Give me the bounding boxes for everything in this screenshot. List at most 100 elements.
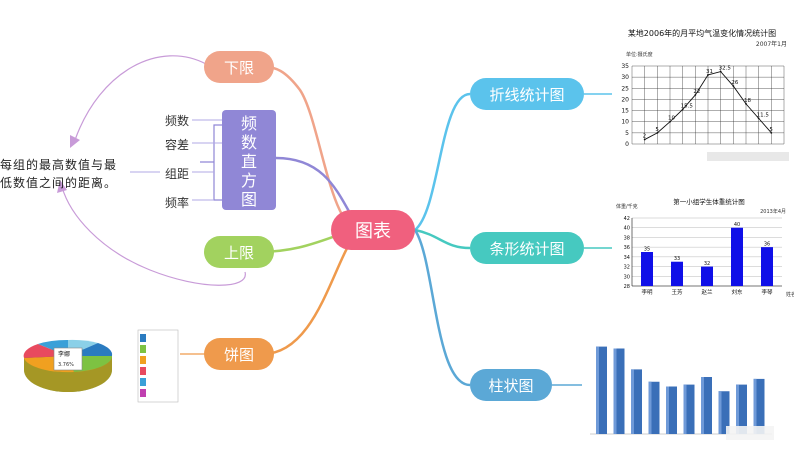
line-point [656,131,659,134]
line-data-label: 2 [643,134,647,140]
node-histogram[interactable]: 频数直方图 [222,110,276,210]
line-point [707,74,709,76]
pie-callout [53,347,83,371]
line-data-label: 10 [668,116,675,122]
line-point [757,117,760,120]
column-bar-highlight [666,386,669,434]
histogram-label-char: 直 [240,151,257,171]
node-bar-stat[interactable]: 条形统计图 [470,232,584,264]
column-bar [701,377,712,434]
line-ytick: 20 [621,96,629,103]
line-data-label: 15.5 [681,103,694,109]
bar-ytick: 32 [624,265,630,271]
line-data-label: 31 [706,69,713,75]
column-bar-highlight [718,391,722,434]
bar-mark [731,227,743,286]
node-column[interactable]: 柱状图 [470,369,552,401]
histogram-label-char: 图 [240,189,257,209]
bar-stat-label: 条形统计图 [489,239,565,258]
line-ytick: 30 [621,74,629,81]
column-bar-highlight [683,384,687,434]
term-frequency-count: 频数 [165,114,190,128]
bar-chart-thumbnail: 第一小组学生体重统计图 2013年4月 体重/千克 姓名 42403836343… [616,197,794,298]
line-data-label: 5 [769,127,773,133]
column-bar-highlight [736,384,739,434]
column-bar-highlight [596,346,599,434]
bar-ytick: 42 [624,216,630,222]
bar-ytick: 30 [624,274,630,280]
bar-ytick: 28 [624,284,630,290]
pie-chart-thumbnail: 李娜 3.76% [23,329,179,403]
bar-category-label: 李琴 [761,288,773,296]
bar-ytick: 34 [624,255,630,261]
line-ytick: 10 [621,119,629,126]
line-point [770,131,773,134]
bar-thumb-xlabel: 姓名 [786,291,794,298]
column-bar [613,348,625,434]
range-note-line1: 每组的最高数值与最 [0,158,118,172]
bar-value-label: 40 [734,222,740,228]
line-point [643,138,646,141]
histogram-label: 频数直方图 [241,114,257,209]
column-bar-highlight [648,381,652,434]
histogram-label-char: 方 [240,170,257,190]
line-data-label: 11.5 [757,112,770,118]
line-data-label: 5 [655,127,659,133]
line-thumb-date: 2007年1月 [756,40,787,48]
column-thumb-watermark [726,426,774,440]
line-point [732,85,735,87]
center-node[interactable]: 图表 [331,210,415,250]
column-bar [648,381,660,434]
line-ytick: 35 [621,63,629,70]
bar-value-label: 33 [674,256,680,262]
column-label: 柱状图 [488,376,534,395]
bar-thumb-ylabel: 体重/千克 [616,203,638,210]
line-point [745,102,747,105]
range-note-line2: 低数值之间的距离。 [0,176,118,190]
line-point [681,108,684,111]
connector-bar-stat [414,228,471,250]
lower-limit-label: 下限 [223,58,254,77]
line-ytick: 15 [621,108,629,115]
relation-arrow-lower [74,55,207,141]
term-frequency: 频率 [165,196,190,210]
term-class-interval: 组距 [165,167,190,181]
pie-label: 饼图 [223,345,254,364]
line-data-label: 18 [744,98,751,104]
bar-category-label: 赵兰 [701,288,713,296]
column-bar [666,386,677,434]
upper-limit-label: 上限 [223,243,254,262]
node-lower-limit[interactable]: 下限 [204,51,274,83]
column-bar [596,346,607,434]
column-bar-highlight [613,348,617,434]
column-bar [683,384,695,434]
line-ytick: 25 [621,85,629,92]
line-ytick: 5 [625,130,629,137]
line-point [669,120,671,123]
histogram-label-char: 频 [240,113,257,133]
node-upper-limit[interactable]: 上限 [204,236,274,268]
histogram-label-char: 数 [240,132,257,152]
bar-mark [701,266,713,286]
bar-mark [671,261,683,286]
line-ytick: 0 [625,141,629,148]
pie-callout-line2: 3.76% [58,362,74,368]
node-pie[interactable]: 饼图 [204,338,274,370]
range-note: 每组的最高数值与最 低数值之间的距离。 [0,156,130,192]
bar-category-label: 刘东 [731,288,743,296]
line-thumb-title: 某地2006年的月平均气温变化情况统计图 [628,28,776,38]
node-line-chart[interactable]: 折线统计图 [470,78,584,110]
bar-value-label: 36 [764,242,770,248]
bar-category-label: 王芳 [671,288,683,296]
bar-value-label: 32 [704,261,710,267]
column-bar-highlight [753,378,757,434]
bar-ytick: 36 [624,245,630,251]
column-bar-highlight [631,369,634,434]
relation-arrow-upper [61,186,246,286]
column-bar [718,391,730,434]
column-bar [753,378,765,434]
column-bar [631,369,642,434]
center-label: 图表 [355,221,391,242]
bar-value-label: 35 [644,247,650,253]
bar-mark [641,252,653,286]
